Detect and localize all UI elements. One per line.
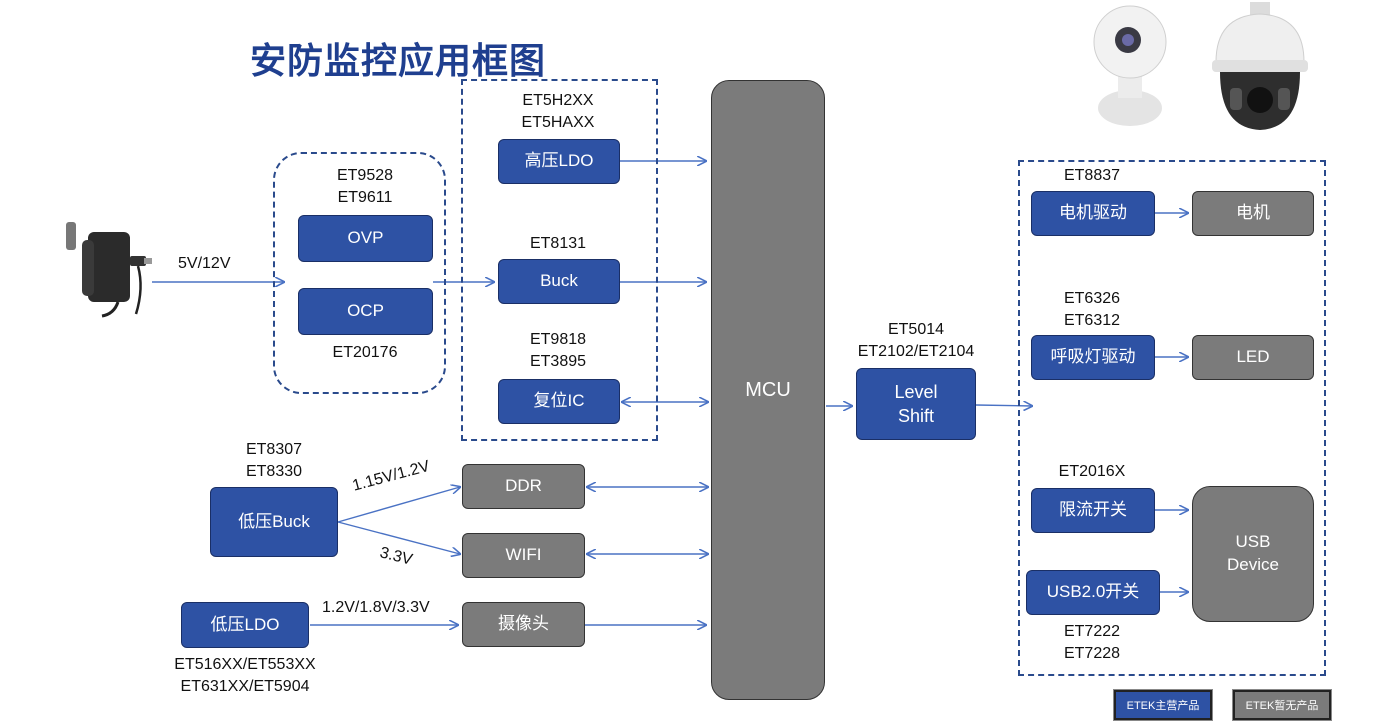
low-ldo-parts-2: ET631XX/ET5904 — [180, 678, 310, 695]
led-driver-part-1: ET6326 — [1063, 290, 1121, 307]
power-adapter-image — [66, 222, 152, 318]
motor-driver-block: 电机驱动 — [1031, 191, 1155, 236]
level-shift-part-2: ET2102/ET2104 — [857, 343, 975, 360]
usb-device-line-2: Device — [1227, 555, 1279, 574]
usb-switch-part-1: ET7222 — [1063, 623, 1121, 640]
hv-ldo-part-2: ET5HAXX — [521, 114, 595, 131]
low-ldo-parts-1: ET516XX/ET553XX — [174, 656, 316, 673]
reset-part-1: ET9818 — [529, 331, 587, 348]
level-shift-line-2: Shift — [897, 406, 935, 426]
led-driver-part-2: ET6312 — [1063, 312, 1121, 329]
ovp-block: OVP — [298, 215, 433, 262]
buck-block: Buck — [498, 259, 620, 304]
motor-block: 电机 — [1192, 191, 1314, 236]
level-shift-part-1: ET5014 — [887, 321, 945, 338]
level-shift-block: Level Shift — [856, 368, 976, 440]
wifi-block: WIFI — [462, 533, 585, 578]
dome-camera-image — [1093, 5, 1167, 126]
input-voltage-label: 5V/12V — [178, 255, 231, 272]
legend-main-product: ETEK主营产品 — [1113, 689, 1213, 721]
low-buck-part-2: ET8330 — [245, 463, 303, 480]
current-switch-part: ET2016X — [1058, 463, 1126, 480]
camera-rail-label: 1.2V/1.8V/3.3V — [322, 599, 430, 616]
protection-part-1: ET9528 — [336, 167, 394, 184]
protection-part-bottom: ET20176 — [332, 344, 398, 361]
current-limit-switch-block: 限流开关 — [1031, 488, 1155, 533]
reset-ic-block: 复位IC — [498, 379, 620, 424]
mcu-block: MCU — [711, 80, 825, 700]
buck-part: ET8131 — [529, 235, 587, 252]
page-title: 安防监控应用框图 — [250, 41, 547, 82]
output-group — [1018, 160, 1326, 676]
motor-driver-part: ET8837 — [1063, 167, 1121, 184]
low-buck-block: 低压Buck — [210, 487, 338, 557]
protection-group — [273, 152, 446, 394]
arrow-levelshift-to-outputs — [975, 405, 1032, 406]
power-group — [461, 79, 658, 441]
usb-device-block: USB Device — [1192, 486, 1314, 622]
hv-ldo-part-1: ET5H2XX — [522, 92, 594, 109]
ocp-block: OCP — [298, 288, 433, 335]
camera-block: 摄像头 — [462, 602, 585, 647]
arrow-lowbuck-to-ddr — [337, 487, 460, 523]
level-shift-line-1: Level — [894, 381, 938, 402]
usb-switch-block: USB2.0开关 — [1026, 570, 1160, 615]
ptz-camera-image — [1212, 2, 1308, 130]
legend-no-product: ETEK暂无产品 — [1232, 689, 1332, 721]
led-block: LED — [1192, 335, 1314, 380]
protection-part-2: ET9611 — [337, 189, 393, 206]
low-buck-part-1: ET8307 — [245, 441, 303, 458]
usb-switch-part-2: ET7228 — [1063, 645, 1121, 662]
usb-device-line-1: USB — [1235, 532, 1271, 552]
hv-ldo-block: 高压LDO — [498, 139, 620, 184]
reset-part-2: ET3895 — [529, 353, 587, 370]
ddr-block: DDR — [462, 464, 585, 509]
arrow-lowbuck-to-wifi — [337, 521, 460, 554]
breath-led-driver-block: 呼吸灯驱动 — [1031, 335, 1155, 380]
low-ldo-block: 低压LDO — [181, 602, 309, 648]
